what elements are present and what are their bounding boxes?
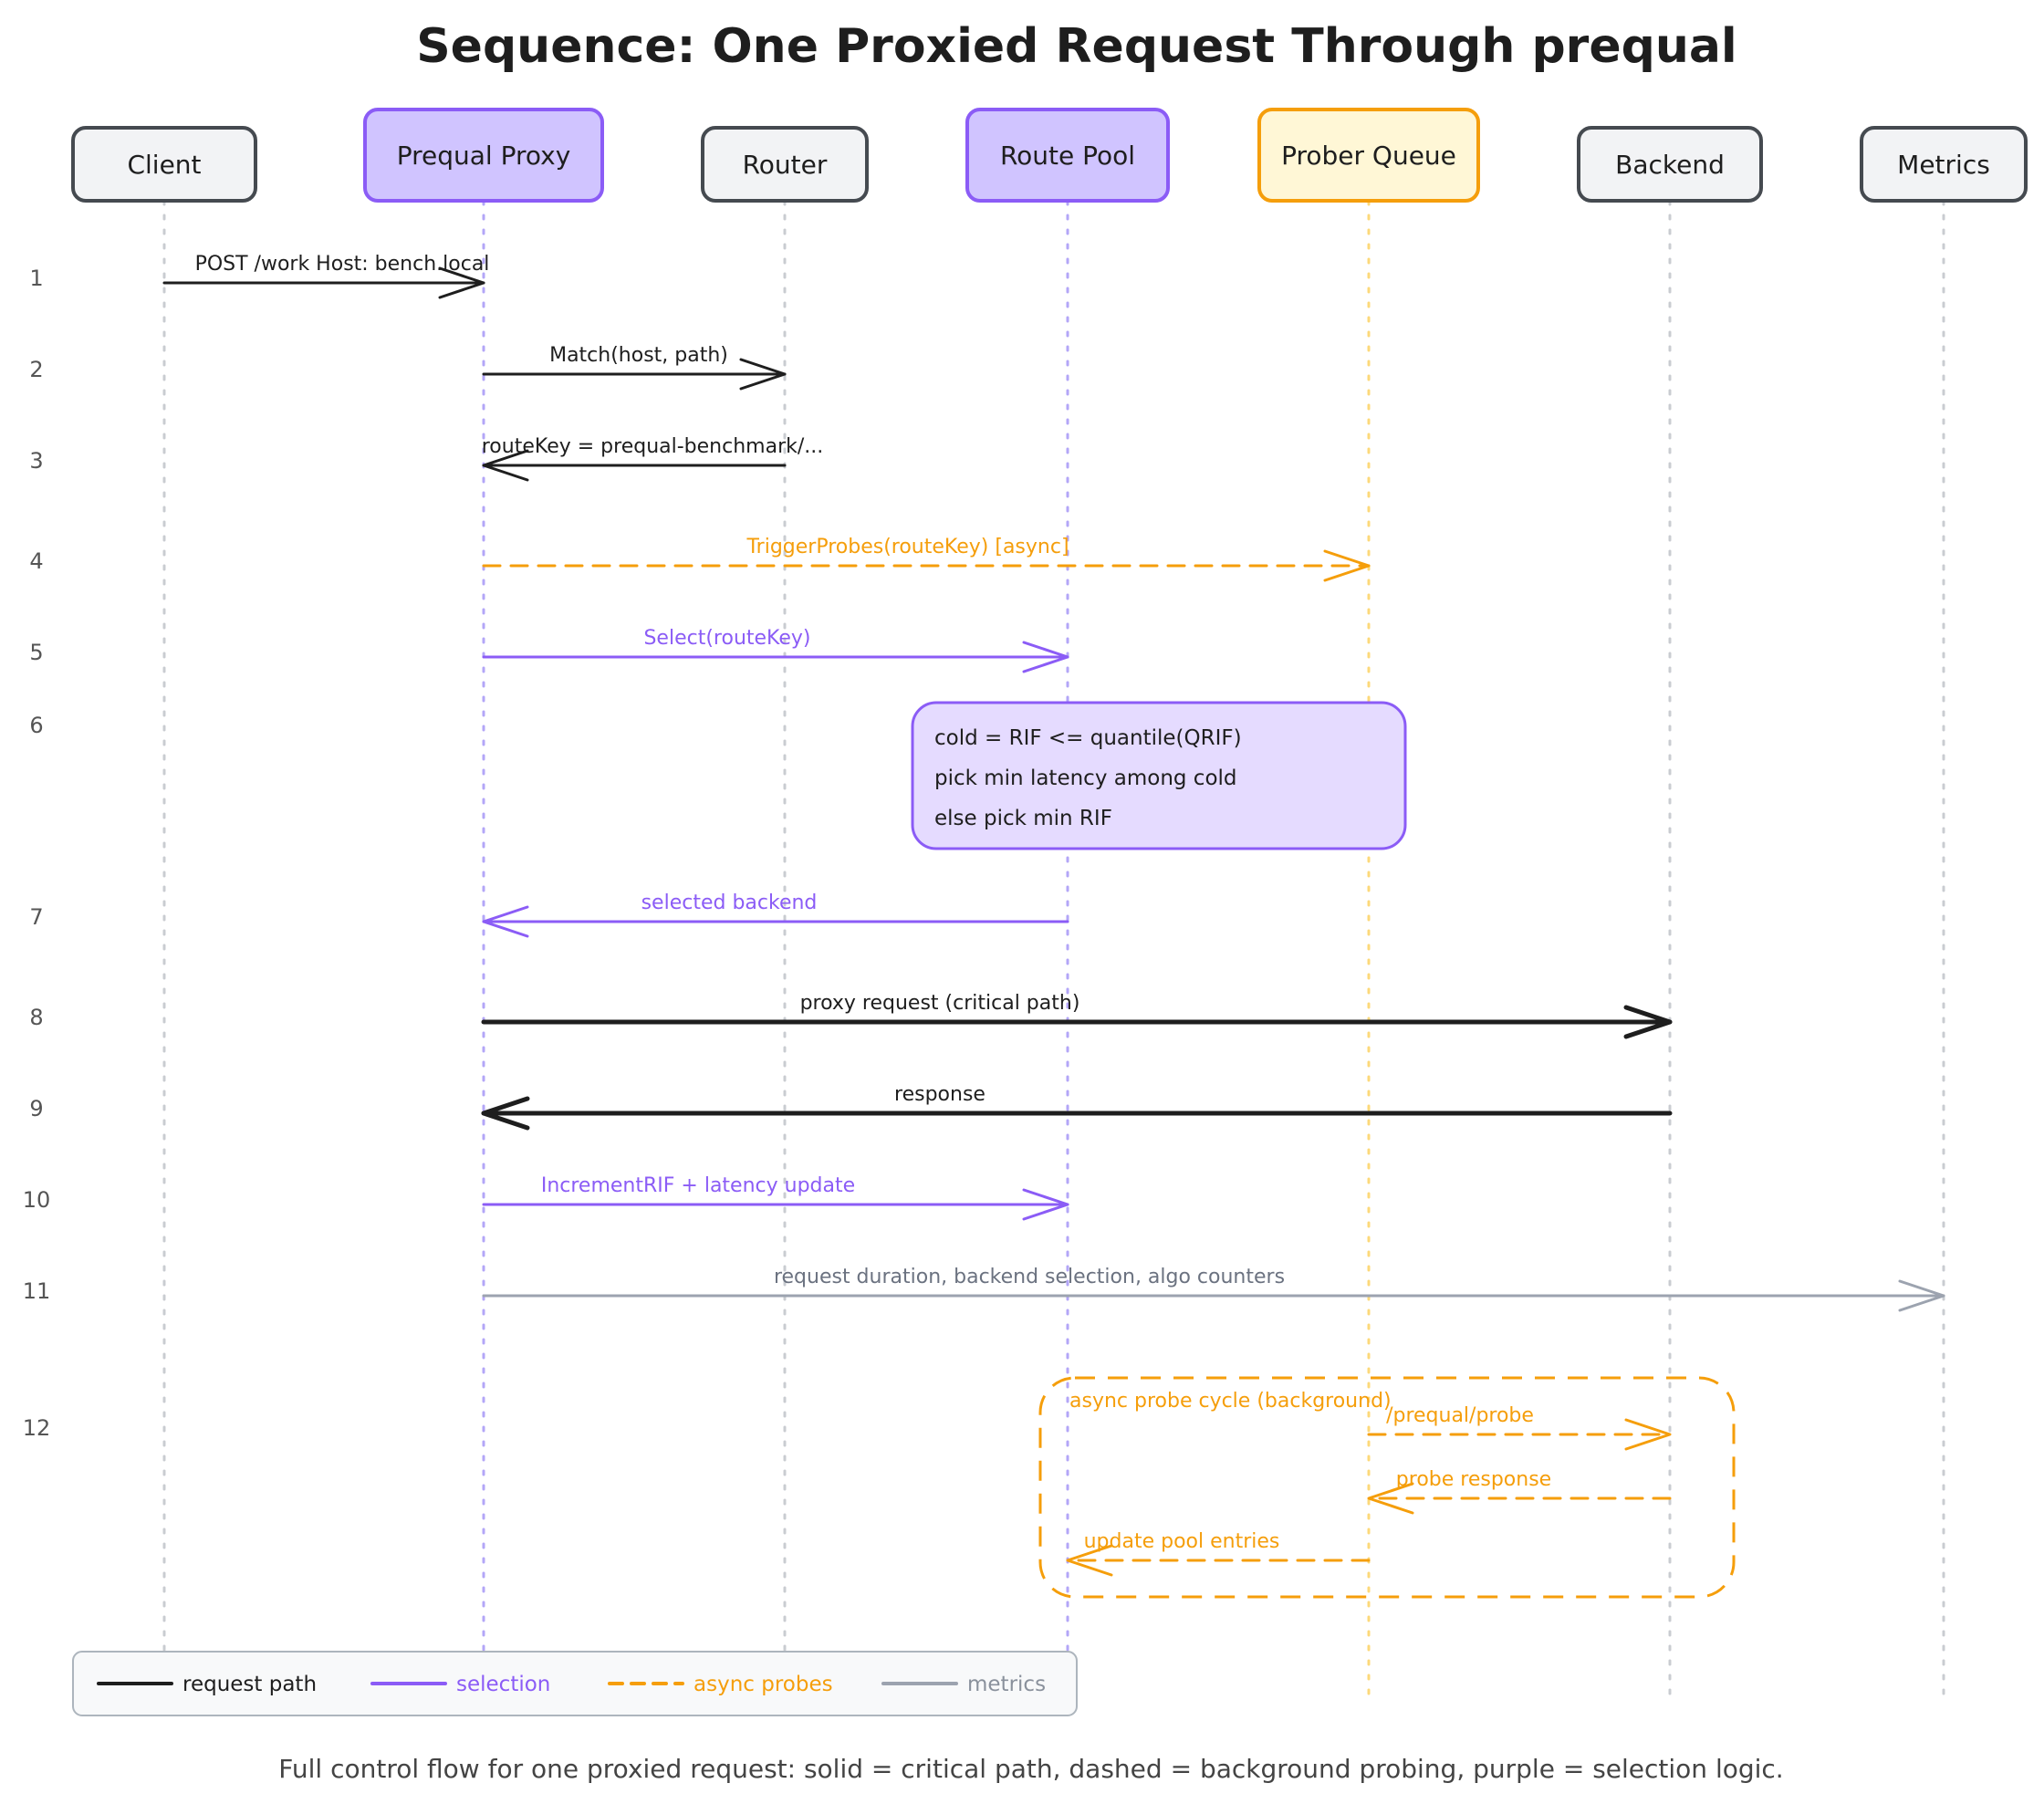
message-step-7-arrowhead [482, 905, 529, 938]
step-number: 8 [29, 1005, 43, 1030]
message-label: POST /work Host: bench.local [195, 253, 490, 276]
step-number: 4 [29, 548, 43, 574]
legend-box [72, 1651, 1078, 1716]
note-line: cold = RIF <= quantile(QRIF) [934, 726, 1242, 750]
actor-label-proxy: Prequal Proxy [397, 141, 571, 171]
step-number: 6 [29, 713, 43, 738]
probe-message-label: /prequal/probe [1386, 1404, 1534, 1427]
step-number: 7 [29, 904, 43, 930]
message-step-9-arrowhead [481, 1096, 530, 1131]
message-step-3: routeKey = prequal-benchmark/... [482, 435, 824, 482]
step-number: 1 [29, 266, 43, 291]
legend-label: selection [456, 1673, 550, 1696]
probe-message: update pool entries [1066, 1530, 1371, 1577]
step-number: 9 [29, 1096, 43, 1121]
probe-message: probe response [1367, 1468, 1672, 1515]
step-number: 2 [29, 357, 43, 382]
message-label: IncrementRIF + latency update [541, 1174, 855, 1197]
message-step-11: request duration, backend selection, alg… [482, 1266, 1945, 1312]
message-step-5: Select(routeKey) [482, 627, 1069, 673]
actor-label-prober: Prober Queue [1281, 141, 1456, 171]
actor-label-router: Router [743, 150, 828, 180]
probe-message-arrowhead [1624, 1418, 1672, 1451]
message-step-11-arrowhead [1898, 1279, 1945, 1312]
probe-group-label: async probe cycle (background) [1069, 1390, 1392, 1413]
message-label: routeKey = prequal-benchmark/... [482, 435, 824, 458]
message-step-2: Match(host, path) [482, 344, 787, 391]
step-number: 10 [23, 1187, 51, 1213]
step-number: 12 [23, 1415, 51, 1441]
actor-box-client [71, 126, 257, 203]
actor-box-proxy [363, 108, 604, 203]
probe-message-arrowhead [1066, 1544, 1113, 1577]
legend-label: request path [182, 1673, 317, 1696]
message-step-8-arrowhead [1623, 1005, 1673, 1039]
actor-label-client: Client [127, 150, 201, 180]
actor-box-backend [1577, 126, 1763, 203]
message-step-1: POST /work Host: bench.local [162, 253, 490, 299]
note-line: else pick min RIF [934, 807, 1112, 830]
probe-group-frame [1038, 1376, 1736, 1599]
message-step-1-arrowhead [438, 266, 485, 299]
message-step-4-arrowhead [1323, 549, 1371, 582]
legend-label: metrics [967, 1673, 1046, 1696]
actor-label-pool: Route Pool [1000, 141, 1135, 171]
messages: POST /work Host: bench.localMatch(host, … [162, 253, 1945, 1312]
actor-label-backend: Backend [1615, 150, 1725, 180]
message-label: TriggerProbes(routeKey) [async] [746, 536, 1069, 558]
message-label: proxy request (critical path) [800, 992, 1080, 1015]
step-number: 3 [29, 448, 43, 474]
message-step-9: response [481, 1083, 1673, 1131]
probe-message-arrowhead [1367, 1482, 1414, 1515]
actor-box-router [701, 126, 869, 203]
message-step-2-arrowhead [739, 358, 787, 391]
message-step-10: IncrementRIF + latency update [482, 1174, 1069, 1221]
actor-box-pool [965, 108, 1170, 203]
note-box [911, 701, 1407, 850]
message-label: request duration, backend selection, alg… [774, 1266, 1285, 1288]
probe-message-label: update pool entries [1084, 1530, 1280, 1553]
note-line: pick min latency among cold [934, 766, 1237, 790]
message-step-3-arrowhead [482, 449, 529, 482]
legend: request path selection async probes metrics [72, 1651, 1078, 1716]
selection-note: cold = RIF <= quantile(QRIF) pick min lat… [911, 701, 1407, 850]
message-step-10-arrowhead [1022, 1188, 1069, 1221]
message-label: response [894, 1083, 986, 1106]
lifelines [162, 199, 1945, 1699]
message-step-7: selected backend [482, 892, 1069, 938]
diagram-title: Sequence: One Proxied Request Through pr… [416, 19, 1737, 74]
message-step-5-arrowhead [1022, 641, 1069, 673]
actor-label-metrics: Metrics [1897, 150, 1990, 180]
message-label: Match(host, path) [549, 344, 728, 367]
message-label: selected backend [641, 892, 818, 914]
message-step-4: TriggerProbes(routeKey) [async] [482, 536, 1371, 582]
message-label: Select(routeKey) [643, 627, 810, 650]
probe-message: /prequal/probe [1367, 1404, 1672, 1451]
probe-message-label: probe response [1396, 1468, 1551, 1491]
caption: Full control flow for one proxied reques… [278, 1754, 1783, 1784]
step-number: 11 [23, 1278, 51, 1304]
message-step-8: proxy request (critical path) [481, 992, 1673, 1039]
actors: Client Prequal Proxy Router Route Pool Probe… [71, 108, 2028, 203]
actor-box-metrics [1860, 126, 2028, 203]
probe-group: async probe cycle (background)/prequal/p… [1038, 1376, 1736, 1599]
step-number: 5 [29, 640, 43, 665]
legend-label: async probes [694, 1673, 833, 1696]
actor-box-prober [1257, 108, 1480, 203]
